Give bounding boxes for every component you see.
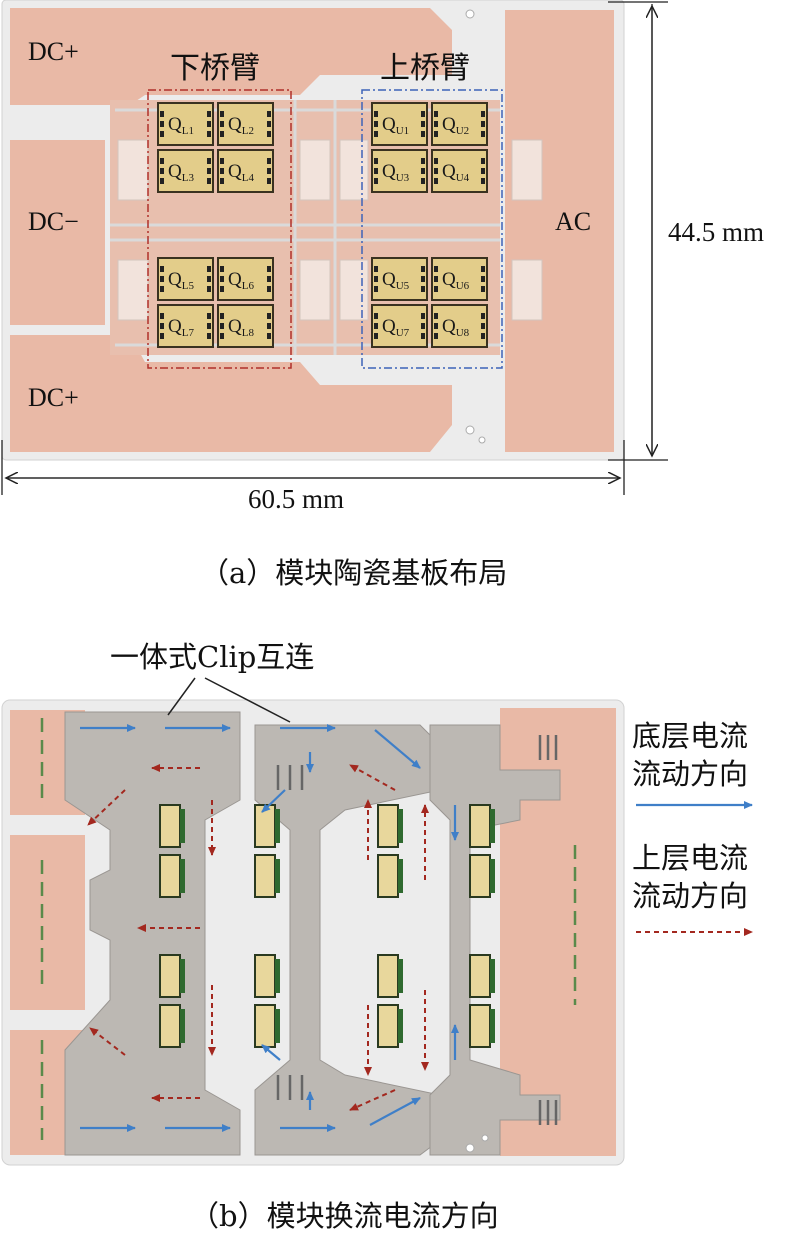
clip-callout-lines (167, 677, 291, 723)
clip-chip (377, 804, 399, 848)
legend-bottom-line2: 流动方向 (632, 757, 748, 791)
clip-chip-edge (275, 1009, 280, 1043)
chip-l5: QL5 (157, 257, 214, 301)
clip-chip-edge (275, 959, 280, 993)
chip-l7: QL7 (157, 304, 214, 348)
clip-chip-edge (490, 959, 495, 993)
dc-plus-top-pad (10, 8, 452, 105)
dc-plus-bottom-pad (10, 335, 452, 452)
clip-chip-edge (275, 809, 280, 843)
clip-chip (159, 1004, 181, 1048)
chip-u3: QU3 (371, 149, 428, 193)
clip-chip (254, 954, 276, 998)
ac-label: AC (555, 207, 591, 236)
clip-chip-edge (180, 809, 185, 843)
caption-a: （a）模块陶瓷基板布局 (200, 556, 507, 590)
chip-l8: QL8 (217, 304, 274, 348)
clip-chip (377, 854, 399, 898)
legend: 底层电流 流动方向 上层电流 流动方向 (632, 719, 753, 936)
clip-left (64, 711, 241, 1156)
clip-chip-edge (398, 1009, 403, 1043)
dc-plus-top-label: DC+ (28, 37, 79, 66)
chip-l1: QL1 (157, 102, 214, 146)
chip-u6: QU6 (431, 257, 488, 301)
legend-top-line1: 上层电流 (632, 841, 748, 875)
commutation-layout (1, 699, 625, 1166)
chip-l6: QL6 (217, 257, 274, 301)
top-current-arrows (87, 764, 429, 1111)
clip-chip-edge (490, 809, 495, 843)
chip-l3: QL3 (157, 149, 214, 193)
clip-chip (254, 804, 276, 848)
clip-chip (469, 804, 491, 848)
clip-chip (377, 954, 399, 998)
legend-bottom-line1: 底层电流 (632, 719, 748, 753)
dc-minus-pad (10, 140, 105, 325)
clip-chip-edge (398, 859, 403, 893)
lower-arm-label: 下桥臂 (170, 51, 260, 86)
chip-l4: QL4 (217, 149, 274, 193)
clip-label: 一体式Clip互连 (110, 640, 314, 674)
dimension-lines (1, 1, 668, 495)
clip-chip-edge (180, 1009, 185, 1043)
upper-arm-label: 上桥臂 (380, 51, 470, 86)
clip-chip-edge (490, 859, 495, 893)
clip-chip (469, 1004, 491, 1048)
clip-chip-edge (180, 959, 185, 993)
chip-u7: QU7 (371, 304, 428, 348)
chip-u2: QU2 (431, 102, 488, 146)
clip-chip-edge (398, 959, 403, 993)
chip-u8: QU8 (431, 304, 488, 348)
height-dimension: 44.5 mm (668, 217, 764, 247)
chip-u5: QU5 (371, 257, 428, 301)
ac-pad (505, 10, 614, 452)
clip-chip (469, 854, 491, 898)
clip-chip-edge (398, 809, 403, 843)
substrate-layout (1, 0, 625, 461)
legend-top-line2: 流动方向 (632, 879, 748, 913)
clip-chip (159, 954, 181, 998)
caption-b: （b）模块换流电流方向 (190, 1199, 499, 1233)
chip-l2: QL2 (217, 102, 274, 146)
clip-right (429, 724, 561, 1156)
clip-chip (469, 954, 491, 998)
width-dimension: 60.5 mm (248, 484, 344, 514)
clip-chip (159, 804, 181, 848)
dc-plus-bottom-label: DC+ (28, 383, 79, 412)
clip-chip-edge (180, 859, 185, 893)
lower-arm-box (147, 89, 292, 369)
clip-chip-edge (275, 859, 280, 893)
clip-chip (377, 1004, 399, 1048)
upper-arm-box (361, 89, 503, 369)
clip-chip-edge (490, 1009, 495, 1043)
clip-chip (159, 854, 181, 898)
bottom-current-arrows (80, 724, 459, 1132)
clip-chip (254, 1004, 276, 1048)
dc-minus-label: DC− (28, 207, 79, 236)
chip-u4: QU4 (431, 149, 488, 193)
chip-u1: QU1 (371, 102, 428, 146)
clip-chip (254, 854, 276, 898)
